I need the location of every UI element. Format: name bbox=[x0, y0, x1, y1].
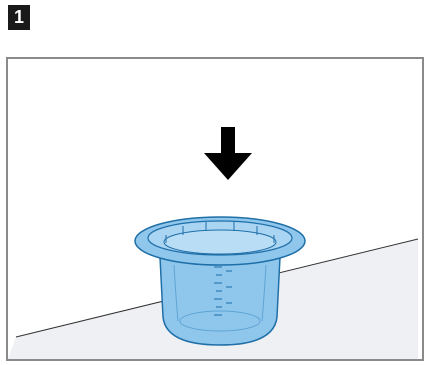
measuring-cup bbox=[134, 216, 306, 346]
down-arrow-icon bbox=[204, 127, 252, 180]
figure-illustration bbox=[8, 127, 419, 359]
step-number: 1 bbox=[13, 7, 24, 27]
step-number-badge: 1 bbox=[8, 5, 30, 30]
instruction-figure bbox=[6, 57, 424, 361]
